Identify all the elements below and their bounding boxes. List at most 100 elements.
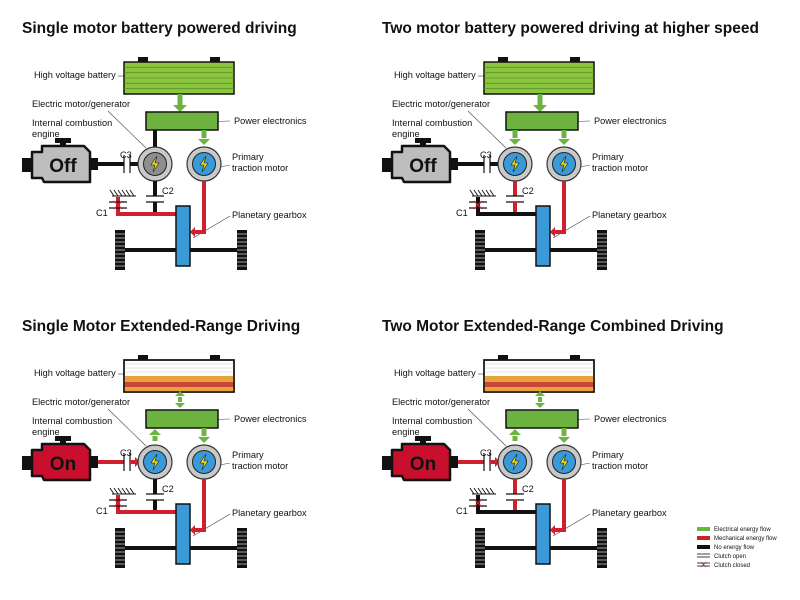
clutch-c2 — [146, 195, 164, 203]
clutch-c1 — [109, 498, 127, 508]
clutch-c2-label: C2 — [522, 484, 534, 494]
traction-arrow — [550, 227, 555, 237]
power-electronics-box — [505, 111, 579, 131]
power-electronics-box — [145, 111, 219, 131]
planetary-label: Planetary gearbox — [232, 210, 307, 220]
pe-to-traction-arrow — [558, 437, 570, 443]
legend-label: No energy flow — [714, 545, 755, 551]
engine-icon: Off — [382, 138, 458, 184]
leader-line — [192, 215, 231, 239]
clutch-c1 — [109, 200, 127, 210]
clutch-c1-label: C1 — [456, 506, 468, 516]
battery-icon: −+ — [483, 57, 595, 95]
clutch-c1-label: C1 — [96, 208, 108, 218]
motor-generator-label: Electric motor/generator — [32, 397, 130, 407]
planetary-gearbox-box — [175, 503, 191, 565]
panel-title: Two Motor Extended-Range Combined Drivin… — [382, 318, 724, 335]
panel-2: Two motor battery powered driving at hig… — [382, 20, 759, 270]
clutch-c3-label: C3 — [120, 150, 132, 160]
generator-pe-arrow — [509, 139, 521, 145]
clutch-c3-label: C3 — [480, 150, 492, 160]
ice-label-2: engine — [392, 129, 420, 139]
wheel-left — [475, 230, 485, 270]
ice-label: Internal combustion — [392, 118, 472, 128]
battery-label: High voltage battery — [34, 368, 116, 378]
battery-flow-arrow-up — [175, 391, 185, 396]
ground-hatch — [109, 487, 136, 495]
leader-line — [107, 110, 147, 149]
planetary-gearbox-box — [175, 205, 191, 267]
ice-label-2: engine — [392, 427, 420, 437]
legend-item: Clutch closed — [697, 561, 750, 569]
panel-title: Single Motor Extended-Range Driving — [22, 318, 300, 335]
leader-line — [552, 513, 591, 537]
clutch-c1-label: C1 — [456, 208, 468, 218]
clutch-c3-label: C3 — [120, 448, 132, 458]
wheel-right — [597, 528, 607, 568]
battery-flow-arrow — [173, 105, 187, 112]
clutch-c1 — [469, 200, 487, 210]
lightning-icon — [199, 453, 209, 471]
legend-label: Electrical energy flow — [714, 527, 771, 533]
ground-hatch — [469, 487, 496, 495]
legend-label: Mechanical energy flow — [714, 536, 777, 542]
planetary-label: Planetary gearbox — [232, 508, 307, 518]
clutch-c2-label: C2 — [162, 186, 174, 196]
battery-icon: −+ — [483, 355, 595, 393]
legend-item: Clutch open — [697, 553, 746, 560]
legend-item: Mechanical energy flow — [697, 536, 777, 542]
leader-line — [192, 513, 231, 537]
lightning-icon — [199, 155, 209, 173]
battery-flow-arrow-up — [535, 391, 545, 396]
clutch-c2 — [506, 493, 524, 501]
engine-state-label: On — [50, 454, 76, 475]
pe-to-traction-arrow — [198, 437, 210, 443]
primary-motor-label-2: traction motor — [592, 163, 648, 173]
primary-motor-label: Primary — [232, 152, 264, 162]
primary-motor-label: Primary — [232, 450, 264, 460]
lightning-icon — [150, 453, 160, 471]
generator-pe-arrow — [509, 429, 521, 435]
panel-title: Two motor battery powered driving at hig… — [382, 20, 759, 37]
traction-arrow — [190, 227, 195, 237]
power-electronics-box — [505, 409, 579, 429]
wheel-left — [115, 230, 125, 270]
wheel-right — [237, 230, 247, 270]
lightning-icon — [510, 155, 520, 173]
ice-label: Internal combustion — [32, 118, 112, 128]
clutch-c2 — [146, 493, 164, 501]
panel-3: Single Motor Extended-Range DrivingHigh … — [22, 318, 307, 568]
battery-icon: −+ — [123, 57, 235, 95]
primary-motor-label-2: traction motor — [232, 461, 288, 471]
legend-item: Electrical energy flow — [697, 527, 771, 533]
motor-generator-label: Electric motor/generator — [392, 397, 490, 407]
leader-line — [552, 215, 591, 239]
wheel-left — [475, 528, 485, 568]
ice-label-2: engine — [32, 129, 60, 139]
legend-label: Clutch open — [714, 554, 746, 560]
generator-pe-arrow — [149, 429, 161, 435]
leader-line — [107, 408, 147, 447]
battery-icon: −+ — [123, 355, 235, 393]
ice-label: Internal combustion — [32, 416, 112, 426]
leader-line — [467, 408, 507, 447]
ground-hatch — [109, 189, 136, 197]
pe-to-traction-arrow — [198, 139, 210, 145]
ice-label-2: engine — [32, 427, 60, 437]
panel-1: Single motor battery powered drivingHigh… — [22, 20, 307, 270]
engine-state-label: Off — [49, 156, 77, 177]
legend-label: Clutch closed — [714, 563, 750, 569]
legend-swatch — [697, 536, 710, 540]
clutch-c1 — [469, 498, 487, 508]
battery-flow-arrow-down — [535, 403, 545, 408]
legend-item: No energy flow — [697, 545, 755, 551]
engine-icon: On — [22, 436, 98, 482]
battery-flow-arrow — [533, 105, 547, 112]
motor-generator-label: Electric motor/generator — [392, 99, 490, 109]
panel-4: Two Motor Extended-Range Combined Drivin… — [382, 318, 724, 568]
traction-arrow — [550, 525, 555, 535]
primary-motor-label: Primary — [592, 450, 624, 460]
power-electronics-label: Power electronics — [234, 414, 307, 424]
battery-flow-arrow-down — [175, 403, 185, 408]
planetary-gearbox-box — [535, 205, 551, 267]
